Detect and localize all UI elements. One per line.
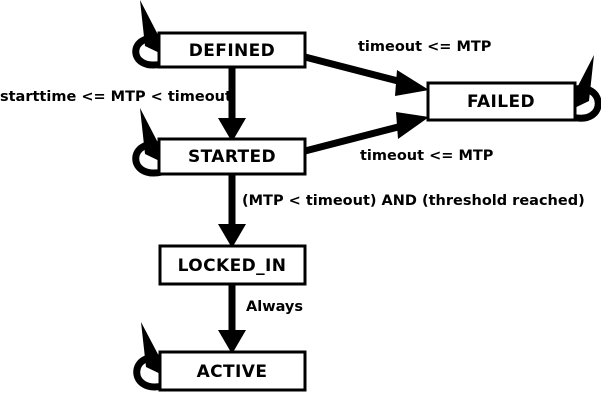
state-node-started[interactable]: STARTED (157, 137, 307, 176)
edge-label-defined-to-started: starttime <= MTP < timeout (0, 89, 232, 105)
edge-label-started-to-failed: timeout <= MTP (360, 148, 494, 164)
state-node-failed[interactable]: FAILED (426, 81, 577, 122)
edge-defined-to-failed (304, 53, 429, 96)
state-label-started: STARTED (188, 147, 276, 167)
edge-started-to-locked-in (218, 174, 246, 248)
edge-started-to-failed (304, 112, 429, 155)
state-node-locked-in[interactable]: LOCKED_IN (158, 244, 307, 286)
state-node-active[interactable]: ACTIVE (158, 350, 307, 392)
state-label-failed: FAILED (467, 92, 535, 112)
edge-label-defined-to-failed: timeout <= MTP (358, 39, 492, 55)
edge-label-started-to-locked-in: (MTP < timeout) AND (threshold reached) (242, 193, 585, 209)
edge-label-locked-in-to-active: Always (246, 299, 303, 315)
state-node-defined[interactable]: DEFINED (157, 31, 307, 69)
state-label-locked-in: LOCKED_IN (178, 256, 287, 276)
edge-defined-to-started (218, 67, 246, 142)
edge-locked-in-to-active (218, 284, 246, 354)
state-label-defined: DEFINED (189, 41, 275, 61)
state-label-active: ACTIVE (197, 362, 268, 382)
